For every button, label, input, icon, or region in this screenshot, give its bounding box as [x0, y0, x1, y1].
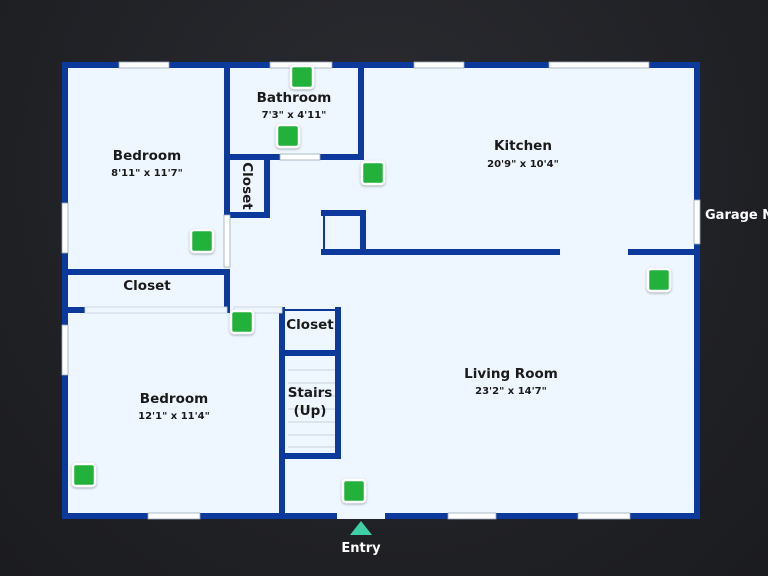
camera-position-marker-icon[interactable] [341, 478, 367, 504]
room-label-living-room: Living Room [464, 366, 558, 382]
room-label-bedroom-2: Bedroom [140, 391, 208, 407]
room-label-stairs-up: (Up) [294, 403, 327, 419]
room-label-stairs: Stairs [288, 385, 333, 401]
entry-arrow-icon[interactable] [350, 521, 372, 535]
room-label-closet-hall: Closet [123, 278, 171, 294]
room-label-closet-vertical: Closet [239, 162, 255, 210]
entry-label[interactable]: Entry [341, 541, 381, 556]
camera-position-marker-icon[interactable] [189, 228, 215, 254]
thin-walls [282, 213, 338, 311]
garage-label: Garage N [705, 208, 768, 223]
room-dims-bathroom: 7'3" x 4'11" [262, 110, 327, 121]
camera-markers [71, 64, 672, 504]
stair-treads [288, 369, 336, 448]
camera-position-marker-icon[interactable] [71, 462, 97, 488]
room-label-bathroom: Bathroom [257, 90, 332, 106]
room-label-closet-stairs: Closet [286, 317, 334, 333]
floor-area [66, 65, 696, 516]
camera-position-marker-icon[interactable] [289, 64, 315, 90]
room-dims-bedroom-1: 8'11" x 11'7" [111, 168, 183, 179]
room-dims-living-room: 23'2" x 14'7" [475, 386, 547, 397]
camera-position-marker-icon[interactable] [646, 267, 672, 293]
room-dims-kitchen: 20'9" x 10'4" [487, 159, 559, 170]
camera-position-marker-icon[interactable] [275, 123, 301, 149]
room-dims-bedroom-2: 12'1" x 11'4" [138, 411, 210, 422]
camera-position-marker-icon[interactable] [360, 160, 386, 186]
windows [61, 61, 701, 520]
room-label-bedroom-1: Bedroom [113, 148, 181, 164]
room-label-kitchen: Kitchen [494, 138, 552, 154]
camera-position-marker-icon[interactable] [229, 309, 255, 335]
